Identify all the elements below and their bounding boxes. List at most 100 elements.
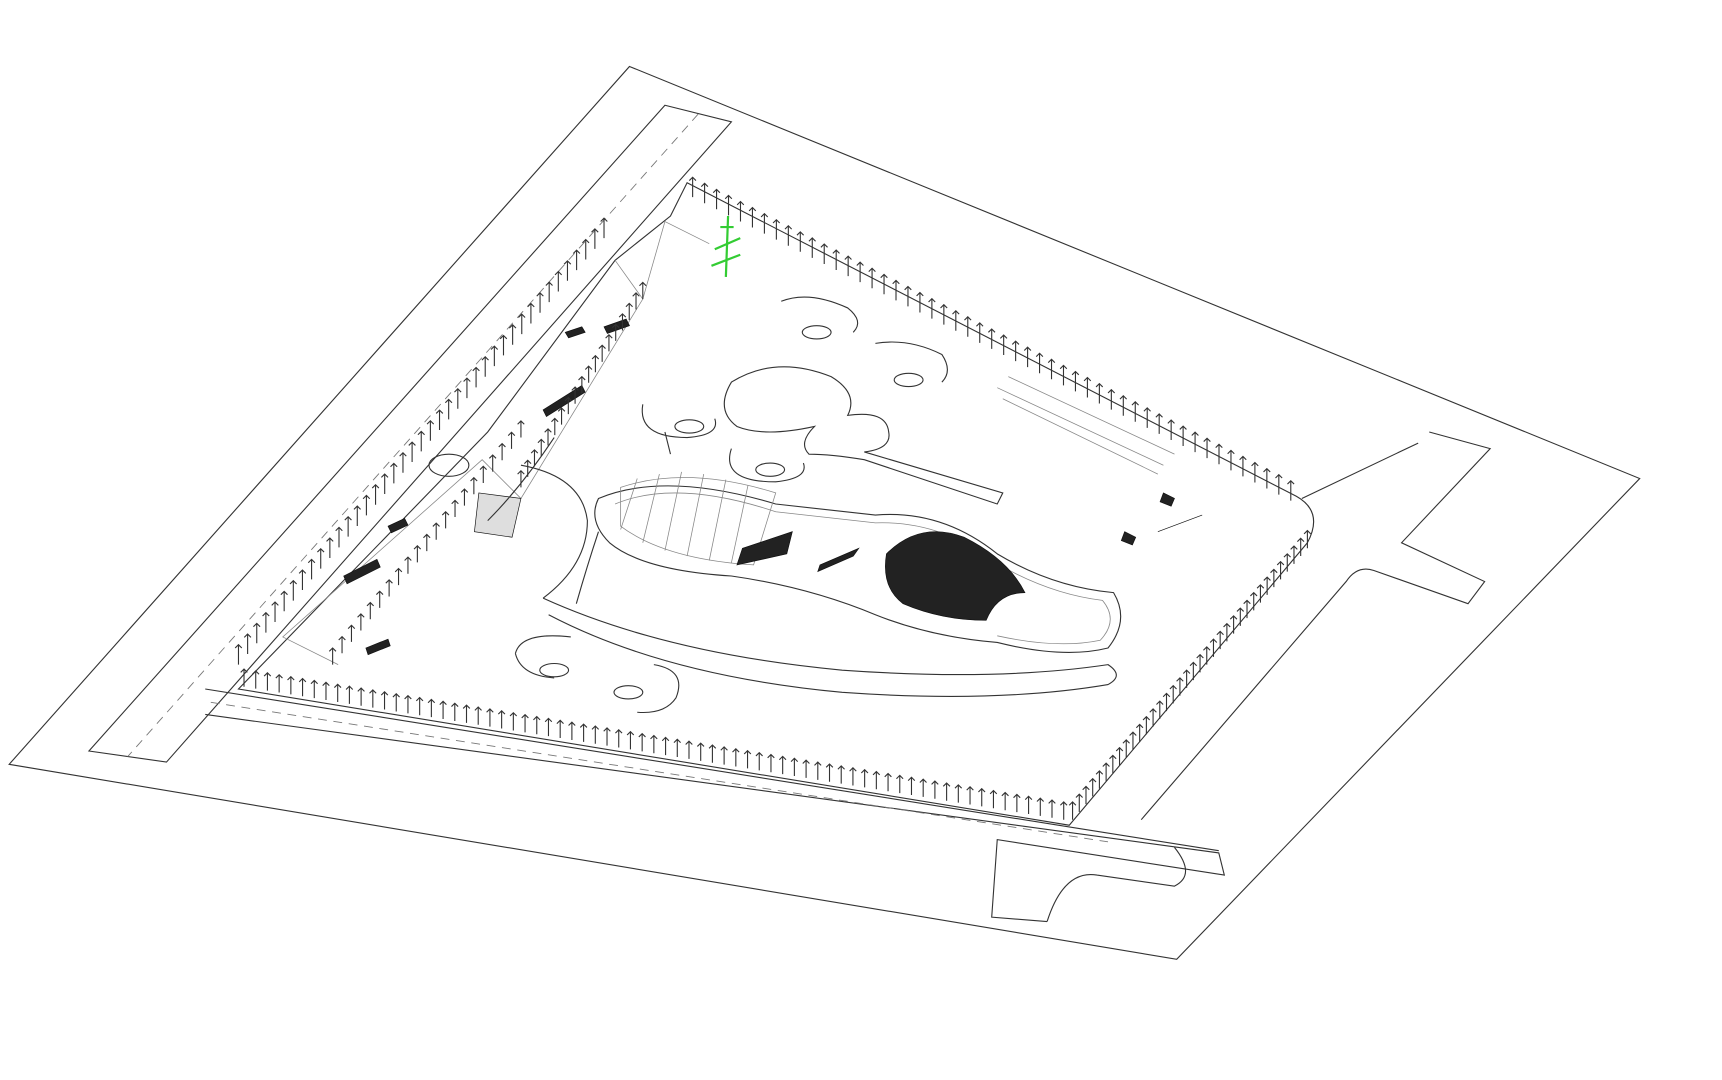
tree (1196, 653, 1204, 673)
tree (966, 785, 974, 805)
tree (435, 409, 444, 431)
tree (987, 328, 996, 349)
tree (1236, 607, 1245, 626)
tree (1059, 364, 1068, 386)
tree (571, 386, 579, 404)
tree (1036, 797, 1045, 816)
fountains (539, 325, 924, 700)
tree (280, 590, 288, 612)
tree (353, 505, 361, 527)
tree (533, 715, 541, 735)
tree (1256, 584, 1265, 603)
tree (1001, 791, 1009, 811)
left-road-centerline (127, 113, 699, 757)
tree (860, 768, 869, 788)
tree (940, 303, 948, 325)
tree (1296, 537, 1305, 557)
tree (579, 723, 588, 742)
tree (814, 761, 822, 780)
tree (380, 473, 389, 495)
parking-edge (282, 220, 710, 665)
tree (603, 727, 611, 746)
tree (1119, 394, 1128, 416)
tree (1115, 746, 1124, 766)
tree (849, 767, 857, 786)
tree (243, 633, 252, 654)
tree (743, 749, 752, 769)
tree (357, 687, 365, 706)
tree (460, 488, 469, 506)
seating-pavilion-6 (637, 664, 680, 714)
tree (1227, 449, 1235, 471)
tree (399, 451, 407, 473)
tree (1071, 370, 1080, 392)
tree (1263, 576, 1271, 595)
tree (825, 763, 834, 782)
tree (333, 683, 342, 702)
tree (724, 194, 733, 216)
tree (1167, 419, 1175, 440)
tree (568, 721, 576, 740)
seating-pavilion-1 (641, 404, 717, 455)
tree (404, 694, 412, 714)
tree (808, 237, 816, 258)
bottom-road-centerline (210, 701, 1109, 843)
tree (423, 533, 431, 552)
tree (234, 643, 243, 665)
tree (1276, 560, 1285, 580)
tree (474, 706, 482, 725)
tree (832, 249, 840, 271)
tree (1024, 795, 1033, 814)
tree (394, 567, 403, 586)
tree (976, 322, 984, 343)
tree (1083, 376, 1092, 398)
garden-path (542, 597, 1117, 697)
tree (1270, 568, 1278, 588)
tree (344, 515, 352, 537)
tree (578, 375, 586, 394)
tree (1155, 413, 1163, 434)
tree (591, 725, 600, 744)
tree (537, 438, 545, 457)
tree (884, 772, 892, 792)
tree (954, 784, 963, 803)
tree (287, 675, 295, 695)
tree (479, 465, 487, 483)
tree (371, 483, 380, 505)
tree (322, 681, 330, 701)
tree (1189, 661, 1198, 681)
tree (978, 787, 986, 807)
tree (736, 200, 745, 222)
tree (1013, 793, 1021, 813)
tree (375, 590, 384, 608)
tree (820, 243, 828, 264)
tree (357, 613, 365, 631)
tree (521, 713, 529, 733)
tree (544, 717, 553, 737)
tree (844, 255, 852, 277)
tree (1290, 545, 1298, 564)
tree (441, 510, 450, 529)
tree (639, 281, 647, 300)
tree (1068, 801, 1077, 820)
tree (328, 647, 337, 665)
tree (1149, 708, 1157, 727)
tree (1143, 407, 1151, 428)
tree (307, 558, 316, 580)
tree (796, 231, 805, 252)
pergola (997, 376, 1175, 475)
tree (598, 344, 606, 362)
tree (1263, 467, 1271, 489)
tree (712, 188, 721, 210)
stairs (736, 531, 860, 573)
tree (584, 365, 593, 383)
tree (497, 710, 506, 729)
tree (404, 556, 412, 574)
tree (1131, 401, 1139, 422)
tree (262, 611, 270, 633)
tree (1229, 615, 1238, 634)
tree (470, 476, 478, 495)
tree (1176, 677, 1184, 696)
tree (545, 281, 553, 303)
tree (390, 462, 398, 484)
